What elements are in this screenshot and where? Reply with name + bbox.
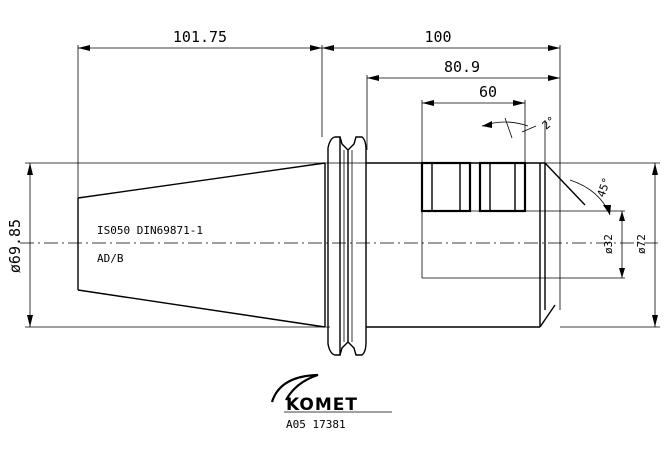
dim-overall-length-label: 100 bbox=[424, 28, 451, 46]
komet-logo: KOMET bbox=[270, 373, 392, 415]
dim-bore-diameter-label: ø32 bbox=[602, 234, 615, 254]
dim-overall-length bbox=[322, 45, 560, 51]
dim-angle-small-label: 2° bbox=[540, 114, 559, 132]
dim-angle-small bbox=[481, 117, 537, 139]
part-number: A05 17381 bbox=[286, 418, 346, 431]
dim-flange-diameter-label: ø69.85 bbox=[6, 219, 24, 273]
dim-taper-length-label: 101.75 bbox=[173, 28, 227, 46]
dim-outer-diameter-label: ø72 bbox=[635, 234, 648, 254]
bore-detail bbox=[420, 161, 625, 279]
dim-bore-depth-2-label: 60 bbox=[479, 83, 497, 101]
taper-body bbox=[77, 162, 326, 328]
dim-taper-length bbox=[78, 45, 322, 51]
holder-body bbox=[366, 162, 586, 328]
logo-swoosh-icon bbox=[270, 373, 319, 403]
flange bbox=[327, 136, 367, 356]
dim-bore-diameter bbox=[619, 211, 625, 278]
dim-outer-diameter bbox=[652, 163, 658, 327]
dim-flange-diameter bbox=[27, 163, 33, 327]
logo-brand: KOMET bbox=[286, 395, 358, 415]
standard-annotation: IS050 DIN69871-1 bbox=[97, 224, 203, 237]
variant-annotation: AD/B bbox=[97, 252, 124, 265]
dim-bore-depth-1 bbox=[367, 75, 560, 81]
dim-bore-depth-1-label: 80.9 bbox=[444, 58, 480, 76]
dim-chamfer-angle bbox=[569, 179, 611, 216]
extension-lines bbox=[77, 45, 660, 328]
dim-bore-depth-2 bbox=[422, 100, 525, 106]
dim-chamfer-angle-label: 45° bbox=[595, 176, 614, 199]
